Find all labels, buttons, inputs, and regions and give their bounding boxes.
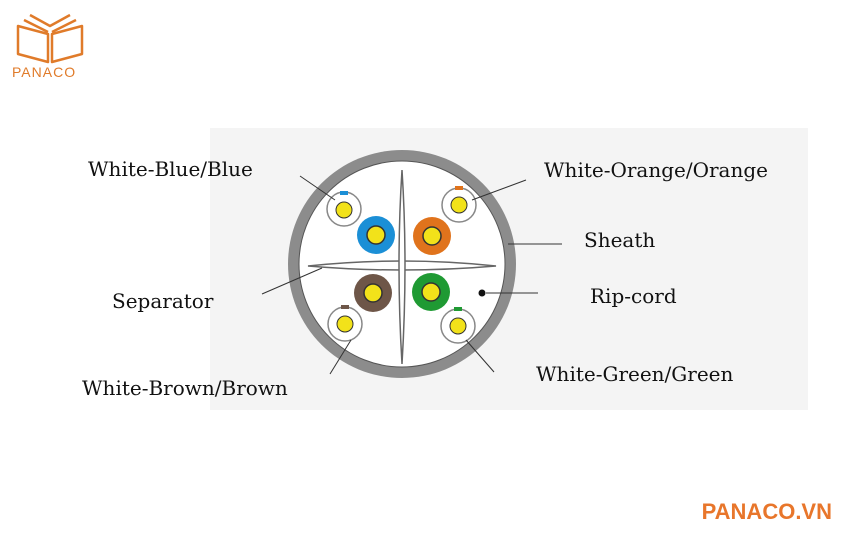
label-white-orange: White-Orange/Orange	[544, 158, 769, 182]
leader-white-brown	[329, 339, 352, 375]
conductor	[363, 283, 383, 303]
stripe-blue	[340, 191, 348, 195]
logo	[10, 12, 90, 84]
conductor	[422, 226, 442, 246]
label-white-brown: White-Brown/Brown	[82, 376, 288, 400]
separator-vertical	[398, 169, 406, 365]
open-book-icon	[16, 13, 84, 64]
conductor	[449, 317, 467, 335]
label-sheath: Sheath	[584, 228, 656, 252]
footer-brand: PANACO.VN	[701, 499, 832, 524]
conductor	[421, 282, 441, 302]
label-rip-cord: Rip-cord	[590, 284, 677, 308]
leader-white-blue	[299, 175, 336, 201]
label-white-green: White-Green/Green	[536, 362, 734, 386]
rip-cord-dot	[478, 289, 486, 297]
stripe-orange	[455, 186, 463, 190]
label-separator: Separator	[112, 289, 214, 313]
leader-separator	[261, 267, 323, 295]
stripe-brown	[341, 305, 349, 309]
label-white-blue: White-Blue/Blue	[88, 157, 253, 181]
leader-white-green	[465, 339, 495, 373]
conductor	[450, 196, 468, 214]
conductor	[336, 315, 354, 333]
leader-white-orange	[471, 179, 527, 201]
logo-text: PANACO	[12, 64, 77, 80]
conductor	[335, 201, 353, 219]
stripe-green	[454, 307, 462, 311]
conductor	[366, 225, 386, 245]
